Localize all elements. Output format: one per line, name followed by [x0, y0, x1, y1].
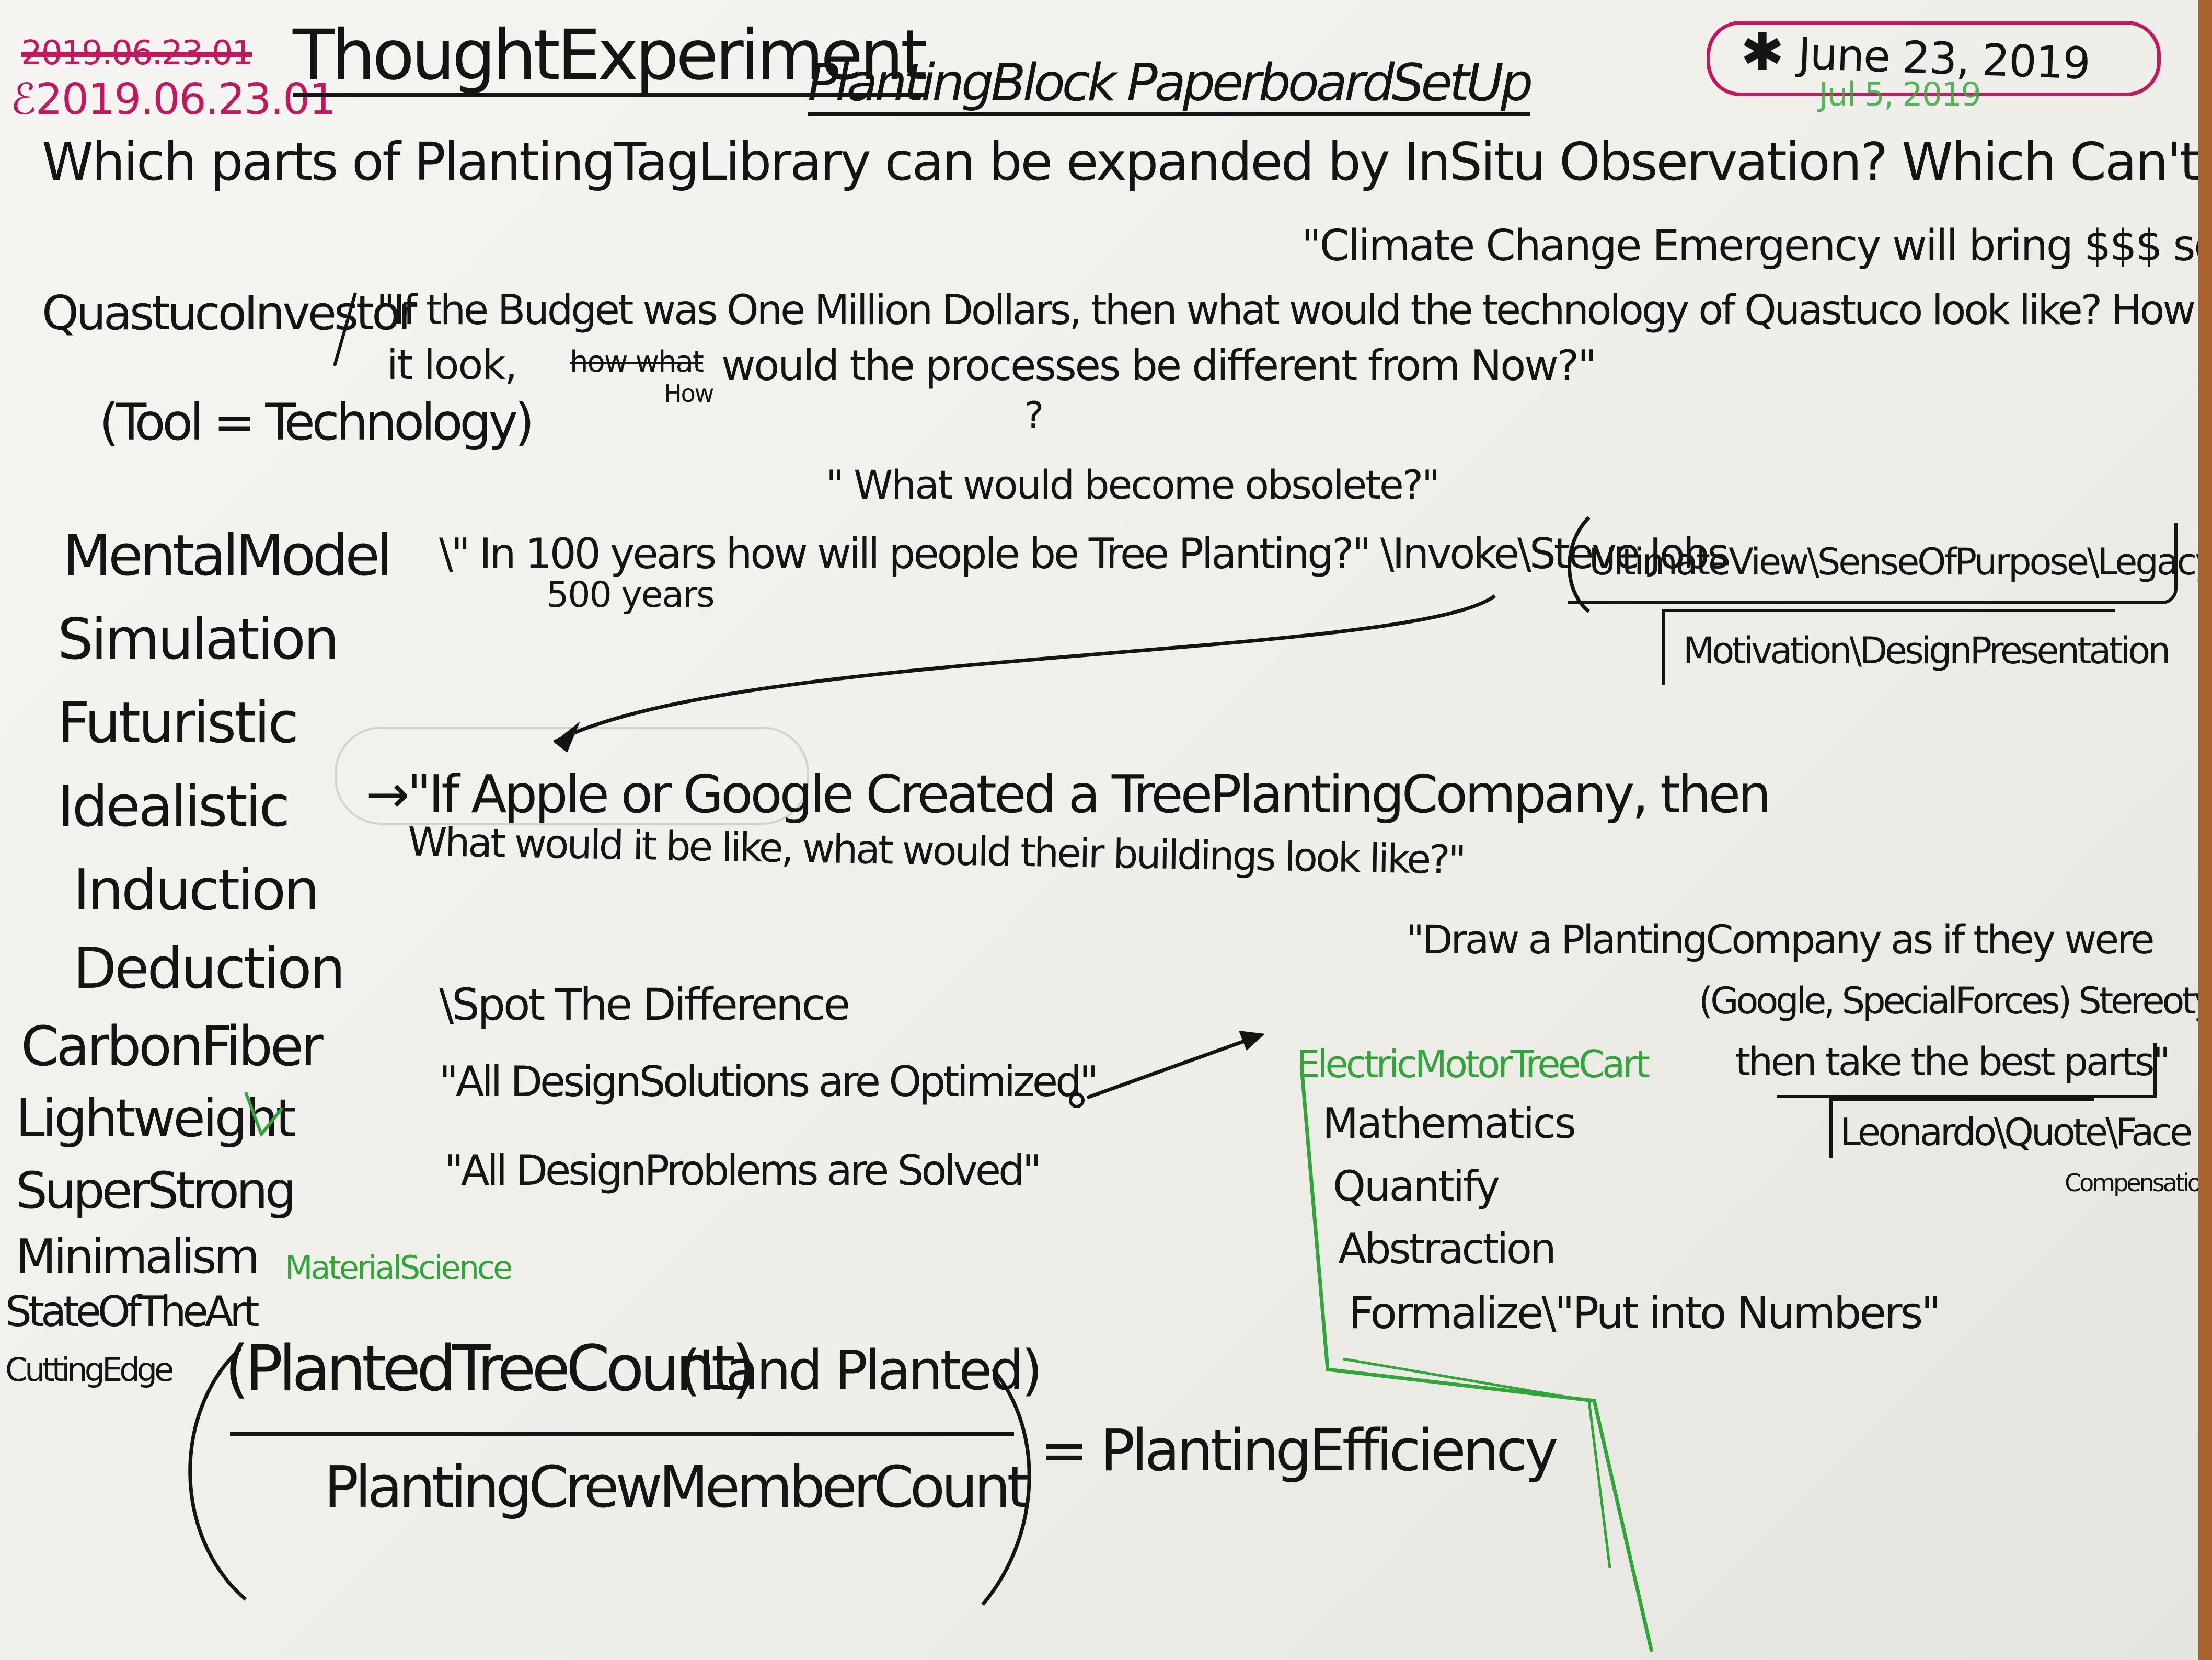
formula-result: = PlantingEfficiency — [1040, 1417, 1559, 1484]
investor-line-2-start: it look, — [387, 342, 517, 389]
draw-company-line-3: then take the best parts" — [1735, 1040, 2170, 1085]
investor-line-2-above: How — [664, 379, 714, 408]
fraction-bar — [230, 1432, 1014, 1436]
list-item: Simulation — [57, 607, 339, 672]
draw-company-line-2: (Google, SpecialForces) Stereotype — [1699, 979, 2212, 1022]
jobs-attributes: UltimateView\SenseOfPurpose\Legacy — [1589, 540, 2212, 583]
page-subtitle: PlantingBlock PaperboardSetUp — [808, 57, 1533, 116]
question-mark: ? — [1024, 394, 1044, 437]
list-item: MentalModel — [63, 523, 393, 589]
page-title: ThoughtExperiment — [293, 15, 928, 97]
formula-denominator: PlantingCrewMemberCount — [324, 1454, 1030, 1520]
date-oval — [1707, 21, 2161, 96]
green-bracket-inner — [1343, 1357, 1611, 1569]
leonardo-line: Leonardo\Quote\Face — [1840, 1110, 2193, 1154]
investor-line-1: "If the Budget was One Million Dollars, … — [376, 287, 2212, 334]
formula-numerator-b: (Land Planted) — [679, 1339, 1043, 1402]
green-date: Jul 5, 2019 — [1819, 75, 1981, 113]
optimized-to-cart-arrow — [1086, 1035, 1255, 1100]
future-planting-line: \" In 100 years how will people be Tree … — [439, 529, 1729, 578]
spot-difference-title: \Spot The Difference — [439, 979, 850, 1030]
date-code: ℰ2019.06.23.01 — [10, 75, 337, 124]
optimized-dot-icon — [1069, 1092, 1085, 1108]
jobs-to-apple-arrow — [553, 594, 1496, 744]
formula-numerator-a: (PlantedTreeCount) — [225, 1333, 756, 1405]
material-science-label: MaterialScience — [285, 1249, 513, 1287]
electric-item: Formalize\"Put into Numbers" — [1349, 1287, 1941, 1339]
tool-technology: (Tool = Technology) — [99, 393, 535, 452]
obsolete-quote: " What would become obsolete?" — [826, 462, 1440, 508]
list-item: CuttingEdge — [5, 1351, 174, 1389]
climate-quote: "Climate Change Emergency will bring $$$… — [1301, 221, 2212, 271]
list-item: CarbonFiber — [21, 1015, 324, 1078]
compensation-text: Compensation — [2065, 1169, 2212, 1197]
leonardo-box — [1829, 1098, 2094, 1158]
main-question: Which parts of PlantingTagLibrary can be… — [42, 131, 2212, 192]
apple-bubble — [335, 727, 809, 825]
arrowhead-icon — [1239, 1031, 1265, 1051]
asterisk-icon: ✱ — [1741, 21, 1784, 83]
years-500: 500 years — [546, 574, 715, 616]
formula-open-paren — [188, 1347, 247, 1601]
list-item: StateOfTheArt — [5, 1287, 260, 1336]
draw-company-line-1: "Draw a PlantingCompany as if they were — [1406, 916, 2155, 963]
investor-line-2-crossed: how what — [570, 345, 704, 379]
optimized-quote: "All DesignSolutions are Optimized" — [439, 1057, 1099, 1106]
investor-line-2-end: would the processes be different from No… — [721, 341, 1597, 390]
apple-question-line-1: →"If Apple or Google Created a TreePlant… — [366, 764, 1771, 825]
list-item: SuperStrong — [16, 1161, 297, 1220]
wood-background-edge — [2198, 0, 2212, 1660]
formula-close-paren — [981, 1368, 1031, 1606]
list-item: Idealistic — [57, 774, 290, 839]
electric-item: Quantify — [1333, 1162, 1500, 1211]
green-check-icon — [244, 1091, 284, 1137]
electric-cart-title: ElectricMotorTreeCart — [1296, 1042, 1650, 1086]
electric-item: Abstraction — [1338, 1225, 1557, 1273]
list-item: Minimalism — [16, 1229, 260, 1284]
solved-quote: "All DesignProblems are Solved" — [444, 1146, 1042, 1195]
motivation-box — [1662, 609, 2115, 685]
jobs-open-paren — [1568, 516, 1591, 613]
arrowhead-icon — [554, 721, 580, 753]
electric-item: Mathematics — [1322, 1099, 1576, 1148]
list-item: Deduction — [73, 936, 345, 1001]
investor-bracket — [333, 292, 357, 366]
crossed-date-code: 2019.06.23.01 — [21, 34, 253, 73]
best-parts-box — [1777, 1043, 2157, 1098]
jobs-box — [1568, 523, 2178, 604]
green-bracket — [1299, 1066, 1654, 1652]
motivation-line: Motivation\DesignPresentation — [1683, 629, 2171, 672]
list-item: Induction — [73, 858, 320, 923]
list-item: Futuristic — [57, 690, 299, 756]
